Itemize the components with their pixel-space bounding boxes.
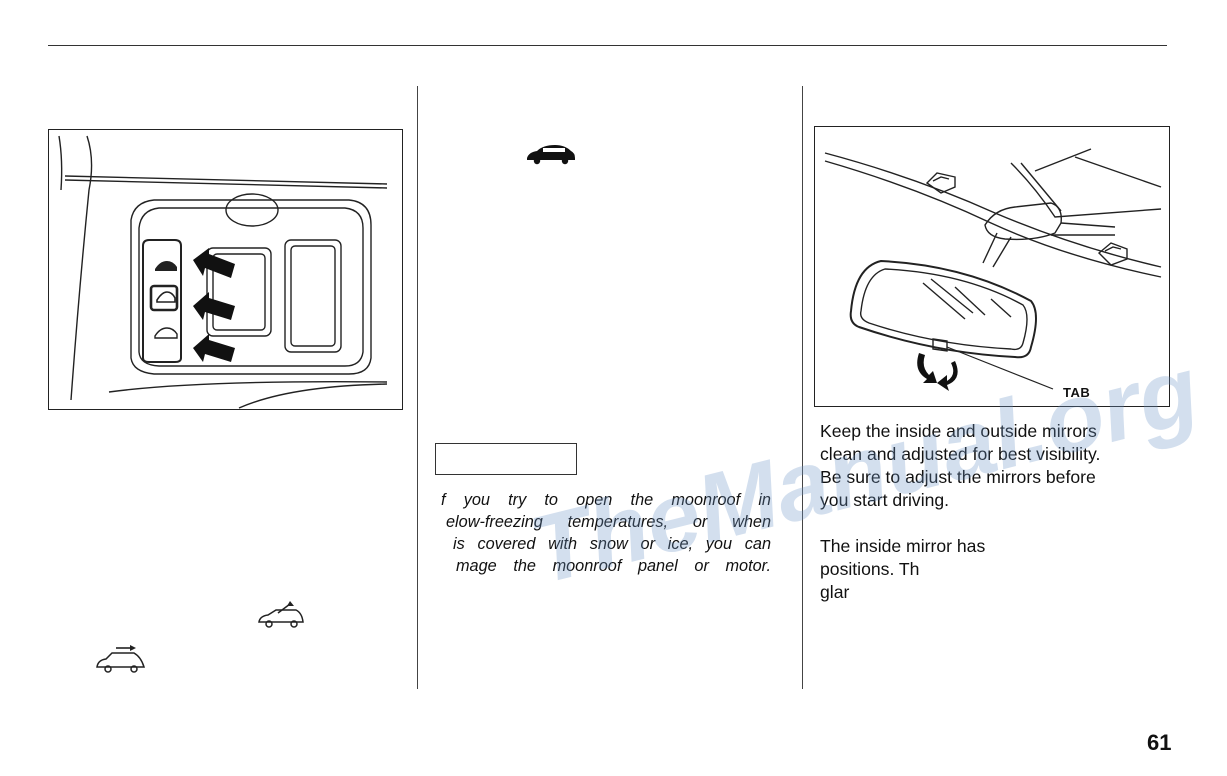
mirrors-line-5: The inside mirror has (820, 536, 986, 556)
caution-line-1: f you try to open the moonroof in (441, 491, 771, 509)
caution-line-4: mage the moonroof panel or motor. (456, 557, 771, 575)
mirrors-line-7: glar (820, 582, 850, 602)
mirrors-line-1: Keep the inside and outside mirrors (820, 421, 1097, 441)
caution-line-2: elow-freezing temperatures, or when (446, 513, 771, 531)
mirrors-paragraph-1: Keep the inside and outside mirrors clea… (820, 420, 1100, 512)
tab-callout-label: TAB (1063, 385, 1091, 400)
caution-text: f you try to open the moonroof in elow-f… (441, 489, 771, 577)
column-divider-left (417, 86, 418, 689)
car-tilt-up-icon (258, 601, 304, 628)
column-divider-right (802, 86, 803, 689)
header-rule (48, 45, 1167, 46)
mirrors-paragraph-2: The inside mirror has positions. Th glar (820, 535, 985, 604)
car-silhouette-icon (527, 145, 575, 165)
car-slide-icon (96, 645, 146, 673)
mirrors-line-4: you start driving. (820, 490, 950, 510)
mirrors-line-6: positions. Th (820, 559, 920, 579)
rearview-mirror-illustration (824, 148, 1162, 391)
caution-heading-box (435, 443, 577, 475)
moonroof-switch-figure (48, 129, 403, 410)
mirrors-line-3: Be sure to adjust the mirrors before (820, 467, 1096, 487)
caution-line-3: is covered with snow or ice, you can (453, 535, 771, 553)
mirrors-line-2: clean and adjusted for best visibility. (820, 444, 1101, 464)
moonroof-switch-illustration (58, 135, 388, 409)
rearview-mirror-figure: TAB (814, 126, 1170, 407)
page-number: 61 (1147, 730, 1172, 755)
